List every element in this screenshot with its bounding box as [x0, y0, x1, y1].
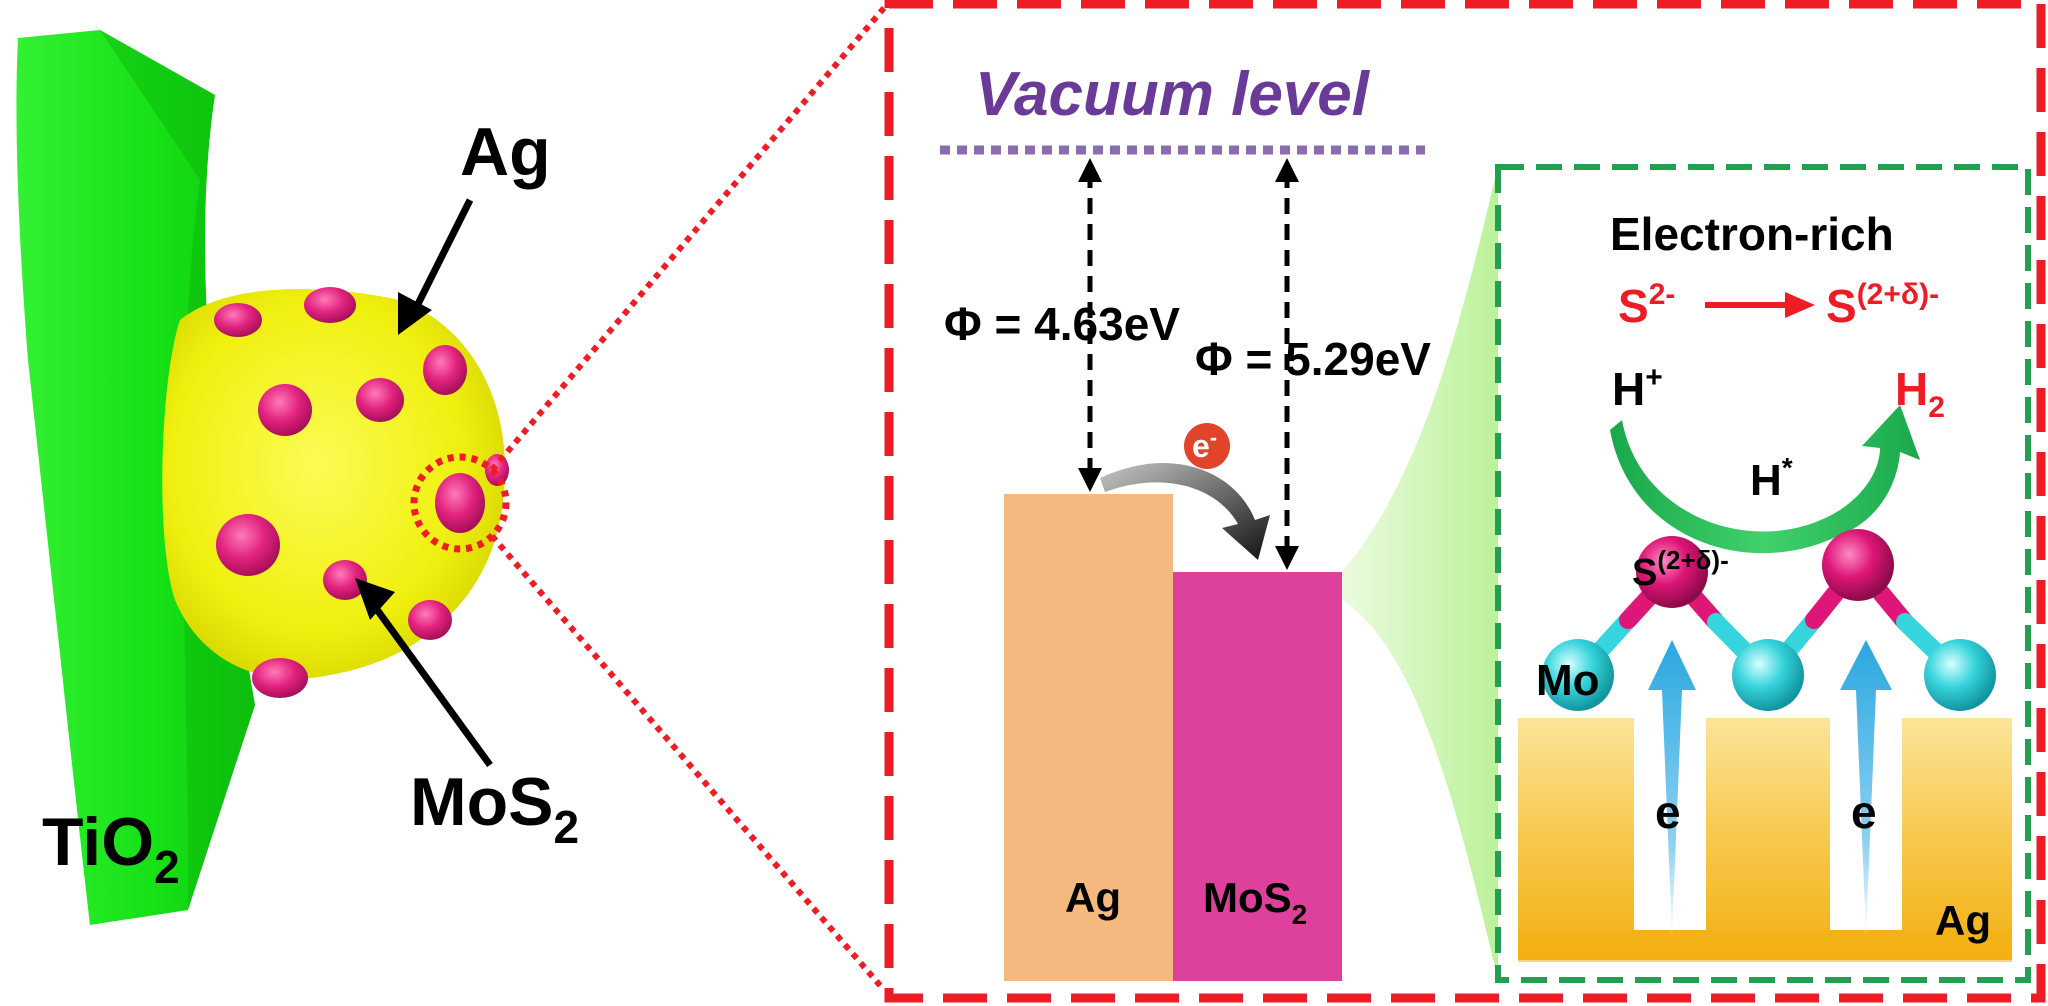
h-plus-label: H+ — [1612, 361, 1663, 415]
ag-dot — [485, 454, 509, 486]
energy-panel-frame — [884, 0, 2046, 1003]
mos2-label: MoS2 — [410, 764, 579, 853]
phi-ag-label: Φ = 4.63eV — [944, 298, 1180, 350]
electron-badge-label: e- — [1192, 425, 1217, 464]
s-to-label: S(2+δ)- — [1826, 278, 1939, 332]
mos2-subscript: 2 — [554, 801, 580, 853]
s-transform-arrowhead — [1785, 292, 1815, 318]
s-from-label: S2- — [1618, 278, 1675, 332]
ag-slab — [1518, 718, 2012, 960]
mo-atom — [1924, 639, 1996, 711]
electron-transfer-arrow — [1100, 463, 1270, 560]
ag-dot — [258, 384, 312, 436]
mos2-pointer-arrowhead — [355, 578, 395, 620]
tio2-subscript: 2 — [154, 841, 180, 893]
reaction-arrow — [1610, 405, 1920, 554]
bar-mos2 — [1173, 572, 1342, 981]
mo-label: Mo — [1536, 656, 1600, 705]
ag-dot — [423, 345, 467, 395]
s-atom — [1636, 536, 1708, 608]
left-panel: Ag MoS2 TiO2 — [16, 6, 887, 992]
phi-ag-arrowhead-top — [1078, 158, 1102, 182]
h-star-label: H* — [1750, 452, 1793, 505]
ag-dot — [323, 560, 367, 600]
mechanism-panel-frame — [1495, 164, 2031, 983]
energy-panel: Vacuum level Ag MoS2 Φ = 4.63eV Φ = 5.29… — [940, 60, 1498, 981]
ag-dot — [216, 514, 280, 576]
ag-dot — [304, 287, 356, 323]
e-left-label: e — [1655, 786, 1681, 838]
e-arrow-right — [1840, 640, 1892, 935]
nanoparticle-core — [162, 288, 506, 679]
zoom-circle — [410, 453, 510, 553]
phi-mos2-label: Φ = 5.29eV — [1195, 333, 1431, 385]
bar-mos2-subscript: 2 — [1292, 899, 1308, 930]
mos2-pointer-arrow — [367, 597, 493, 768]
tio2-label: TiO2 — [42, 804, 180, 893]
ag-nanodots — [214, 287, 509, 698]
ag-pointer-arrow — [406, 198, 474, 322]
phi-mos2-arrowhead-bottom — [1275, 546, 1299, 570]
mo-atom — [1732, 639, 1804, 711]
mo-atom — [1542, 639, 1614, 711]
ag-pointer-arrowhead — [398, 292, 432, 335]
zoom-fan — [1342, 165, 1498, 980]
vacuum-level-label: Vacuum level — [975, 60, 1371, 129]
mechanism-panel: Electron-rich S2- S(2+δ)- H+ H2 H* Ag e … — [1518, 208, 2012, 962]
ag-dot — [408, 600, 452, 640]
ag-dot — [356, 378, 404, 422]
ag-dot — [214, 303, 262, 337]
zoom-line-bottom — [489, 534, 887, 992]
electron-badge — [1184, 423, 1230, 469]
e-right-label: e — [1851, 786, 1877, 838]
electron-rich-title: Electron-rich — [1610, 208, 1894, 260]
e-arrow-left — [1648, 640, 1696, 935]
ag-label: Ag — [460, 114, 551, 190]
bar-ag — [1004, 494, 1173, 981]
ag-dot — [252, 658, 308, 698]
ag-dot — [435, 473, 485, 533]
tio2-support — [16, 30, 255, 925]
s-atom — [1822, 529, 1894, 601]
zoom-line-top — [489, 6, 887, 472]
ag-slab-label: Ag — [1935, 897, 1991, 944]
bar-mos2-label: MoS2 — [1203, 874, 1307, 930]
bar-ag-label: Ag — [1065, 874, 1121, 921]
s-site-label: S(2+δ)- — [1632, 545, 1729, 594]
phi-mos2-arrowhead-top — [1275, 158, 1299, 182]
h2-label: H2 — [1895, 363, 1945, 424]
phi-ag-arrowhead-bottom — [1078, 468, 1102, 492]
